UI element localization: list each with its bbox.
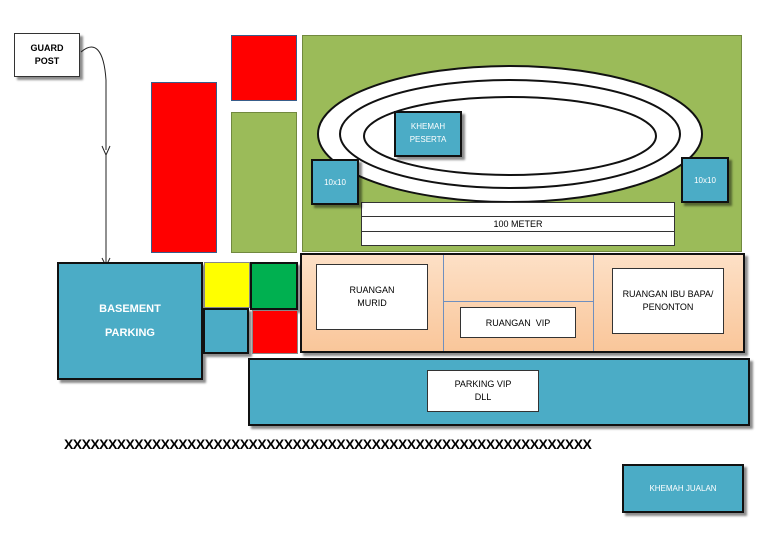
guard-post-arrow-head-1 bbox=[101, 145, 111, 157]
red-zone-small bbox=[252, 310, 298, 354]
parking-vip-box: PARKING VIP DLL bbox=[427, 370, 539, 412]
lane-middle: 100 METER bbox=[361, 216, 675, 232]
left-tent-label: 10x10 bbox=[324, 177, 346, 187]
yellow-zone bbox=[204, 262, 250, 308]
right-tent-label: 10x10 bbox=[694, 175, 716, 185]
guard-post-box: GUARD POST bbox=[14, 33, 80, 77]
lane-label: 100 METER bbox=[493, 219, 543, 229]
guard-post-label: GUARD POST bbox=[30, 42, 64, 66]
blue-zone-small bbox=[203, 308, 249, 354]
green-zone bbox=[231, 112, 297, 253]
boundary-separator: XXXXXXXXXXXXXXXXXXXXXXXXXXXXXXXXXXXXXXXX… bbox=[64, 436, 704, 460]
room-divider-middle bbox=[443, 301, 593, 302]
basement-parking-label: BASEMENT PARKING bbox=[99, 302, 161, 340]
room-divider-left bbox=[443, 255, 444, 351]
dark-green-zone bbox=[250, 262, 298, 310]
basement-parking: BASEMENT PARKING bbox=[57, 262, 203, 380]
student-room: RUANGAN MURID bbox=[316, 264, 428, 330]
left-tent: 10x10 bbox=[311, 159, 359, 205]
lane-bottom bbox=[361, 231, 675, 246]
participant-tent: KHEMAH PESERTA bbox=[394, 111, 462, 157]
vip-room-label: RUANGAN VIP bbox=[485, 317, 551, 328]
boundary-separator-text: XXXXXXXXXXXXXXXXXXXXXXXXXXXXXXXXXXXXXXXX… bbox=[64, 436, 592, 452]
parents-room-label: RUANGAN IBU BAPA/ PENONTON bbox=[622, 288, 714, 313]
parents-room: RUANGAN IBU BAPA/ PENONTON bbox=[612, 268, 724, 334]
room-divider-right bbox=[593, 255, 594, 351]
red-zone-tall bbox=[151, 82, 217, 253]
right-tent: 10x10 bbox=[681, 157, 729, 203]
lane-top bbox=[361, 202, 675, 217]
guard-post-arrow bbox=[80, 46, 107, 150]
student-room-label: RUANGAN MURID bbox=[349, 284, 395, 308]
parking-vip-label: PARKING VIP DLL bbox=[454, 378, 512, 402]
stall-tent-label: KHEMAH JUALAN bbox=[649, 484, 717, 493]
stall-tent: KHEMAH JUALAN bbox=[622, 464, 744, 513]
participant-tent-label: KHEMAH PESERTA bbox=[409, 122, 447, 144]
red-zone-top bbox=[231, 35, 297, 101]
vip-room: RUANGAN VIP bbox=[460, 307, 576, 338]
